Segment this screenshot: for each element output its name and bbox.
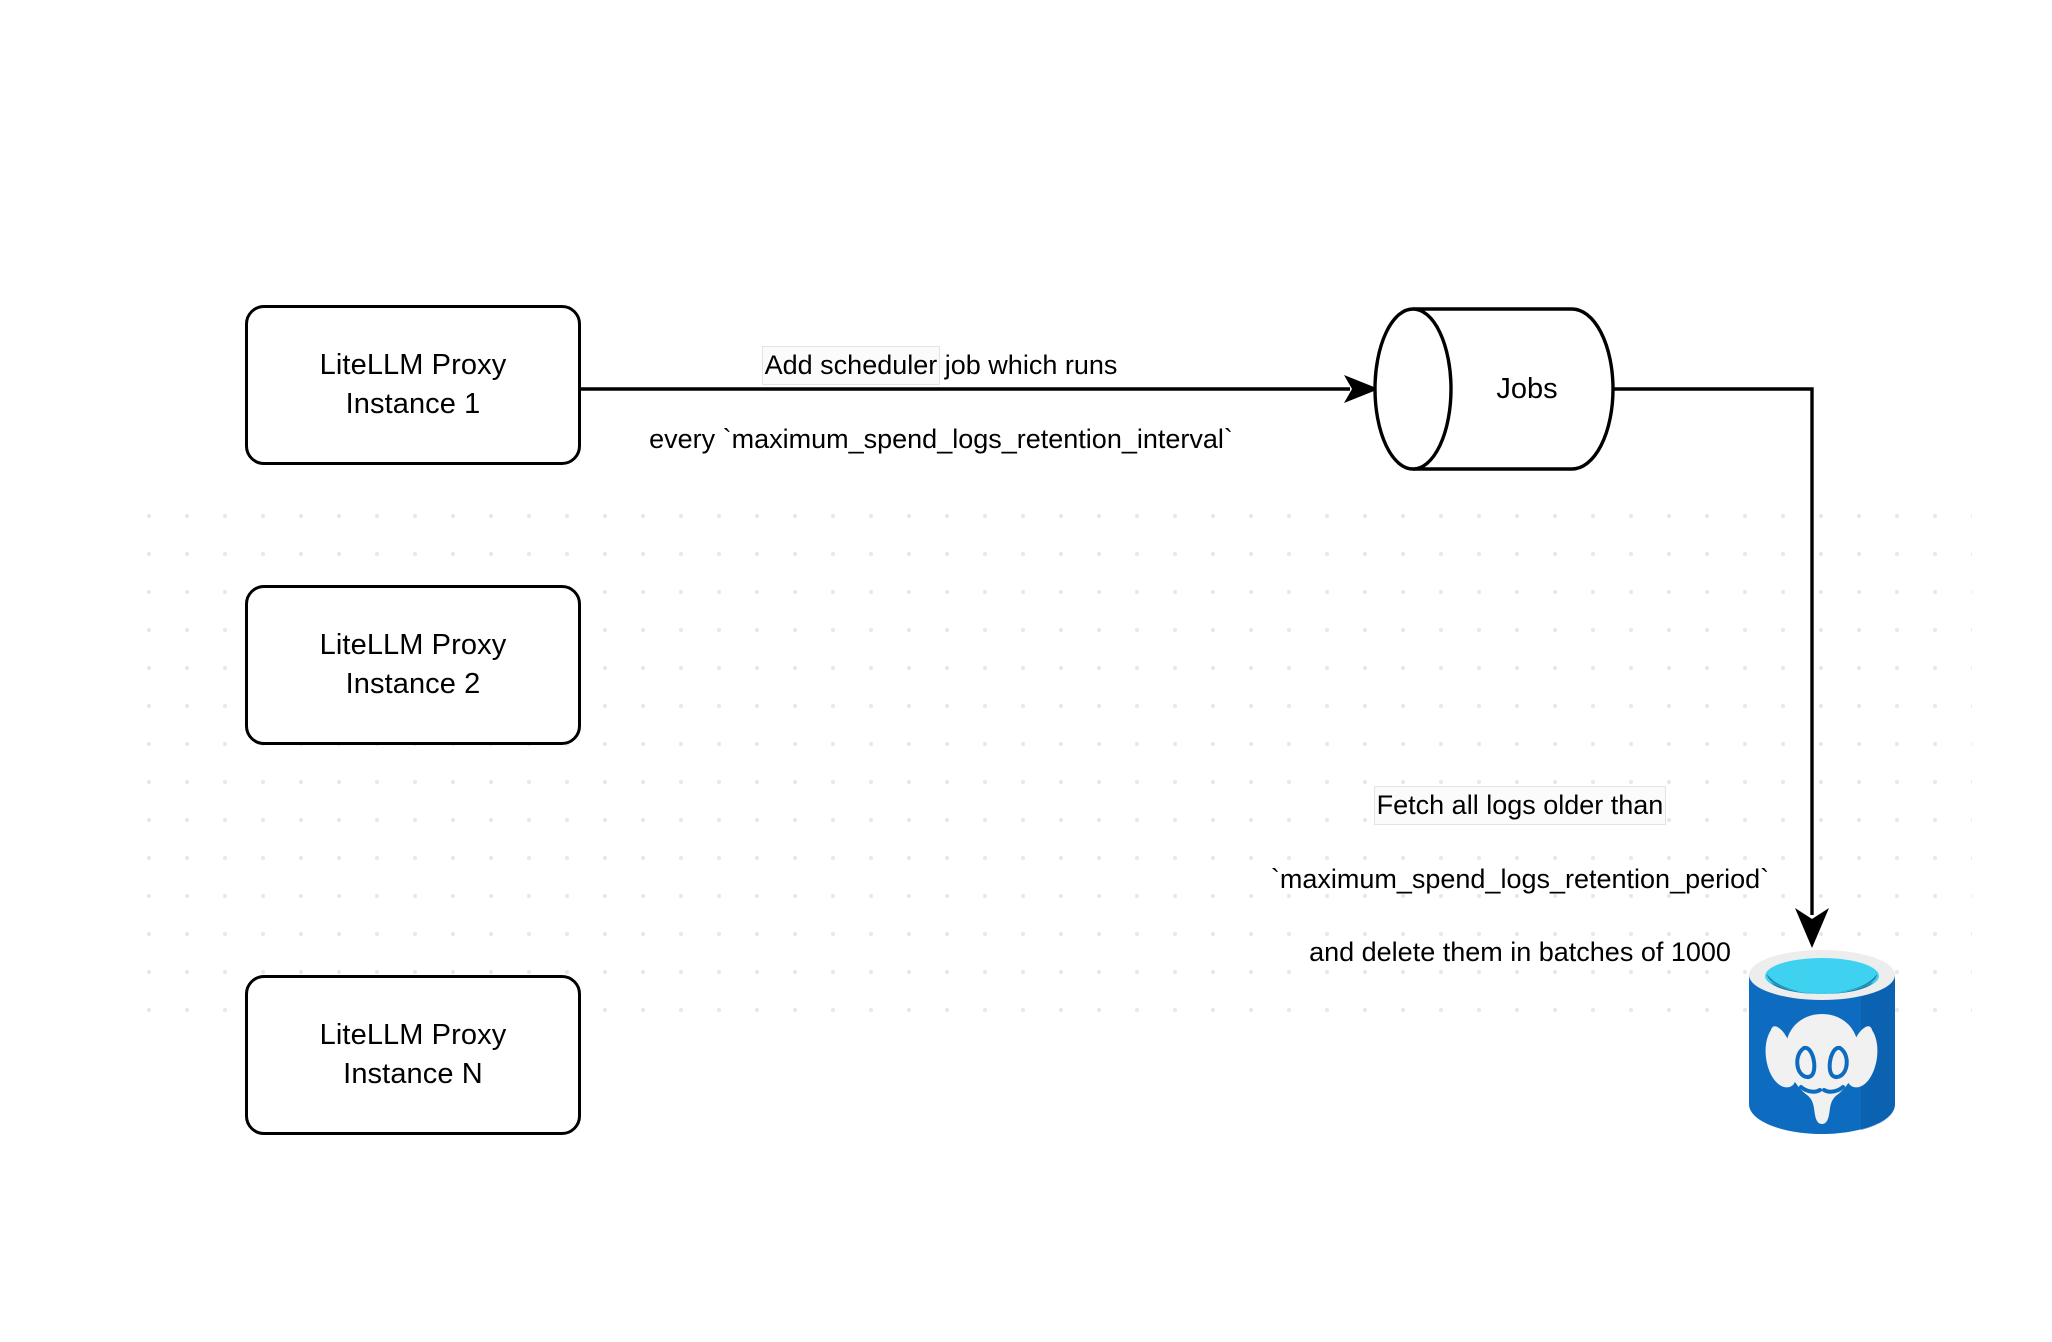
- node-litellm-proxy-instance-1[interactable]: LiteLLM Proxy Instance 1: [245, 305, 581, 465]
- node-postgres-database[interactable]: [1741, 948, 1903, 1138]
- edge-label-line-1-rest: job which runs: [937, 350, 1118, 381]
- edge-label-fetch-and-delete-logs: Fetch all logs older than `maximum_spend…: [1225, 750, 1815, 1007]
- node-litellm-proxy-instance-2[interactable]: LiteLLM Proxy Instance 2: [245, 585, 581, 745]
- edge-label-line-3: and delete them in batches of 1000: [1309, 937, 1731, 968]
- node-label: LiteLLM Proxy Instance 1: [319, 349, 507, 420]
- edge-instance1-to-jobs: [581, 375, 1379, 403]
- postgresql-elephant-icon: [1749, 950, 1895, 1134]
- node-jobs-cylinder[interactable]: Jobs: [1372, 303, 1616, 475]
- edge-label-line-2: `maximum_spend_logs_retention_period`: [1270, 864, 1770, 895]
- node-label: LiteLLM Proxy Instance N: [319, 1019, 507, 1090]
- node-label: LiteLLM Proxy Instance 2: [319, 629, 507, 700]
- edge-label-line-1-highlight: Add scheduler: [761, 346, 941, 385]
- cylinder-shape: [1373, 307, 1615, 471]
- node-label: Jobs: [1496, 372, 1558, 405]
- edge-label-line-2: every `maximum_spend_logs_retention_inte…: [649, 424, 1233, 455]
- edge-label-line-1: Fetch all logs older than: [1225, 786, 1815, 825]
- edge-jobs-to-postgres: [1614, 387, 1829, 948]
- node-litellm-proxy-instance-n[interactable]: LiteLLM Proxy Instance N: [245, 975, 581, 1135]
- edge-label-add-scheduler-job: Add scheduler job which runs every `maxi…: [585, 310, 1297, 494]
- elephant-glyph: [1765, 1014, 1878, 1124]
- edge-label-line-1: Add scheduler job which runs: [585, 346, 1297, 385]
- edge-label-line-1-highlight: Fetch all logs older than: [1373, 786, 1667, 825]
